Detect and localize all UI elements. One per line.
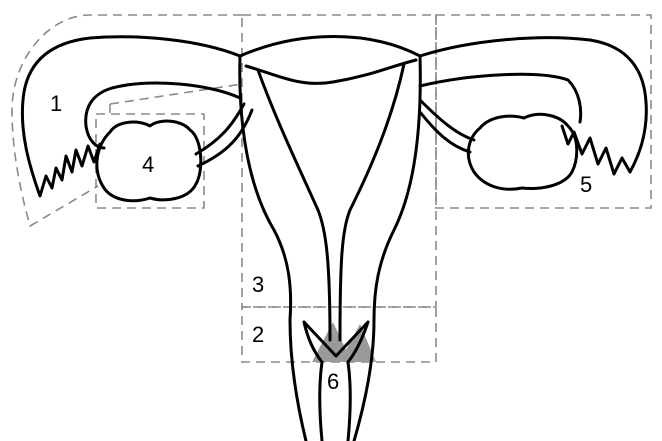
fallopian-tube-left <box>22 37 240 196</box>
label-1: 1 <box>50 91 62 116</box>
uterine-cavity <box>246 60 416 340</box>
region-3-uterus-body <box>242 15 436 307</box>
ovarian-ligament-right <box>420 100 474 152</box>
ovary-right <box>468 114 576 189</box>
fallopian-tube-right <box>420 38 646 174</box>
label-3: 3 <box>252 272 264 297</box>
label-6: 6 <box>327 369 339 394</box>
region-4-ovary-left-box <box>96 84 242 208</box>
label-5: 5 <box>580 172 592 197</box>
label-4: 4 <box>142 152 154 177</box>
fallopian-tube-right-inner <box>420 74 581 122</box>
label-2: 2 <box>252 322 264 347</box>
